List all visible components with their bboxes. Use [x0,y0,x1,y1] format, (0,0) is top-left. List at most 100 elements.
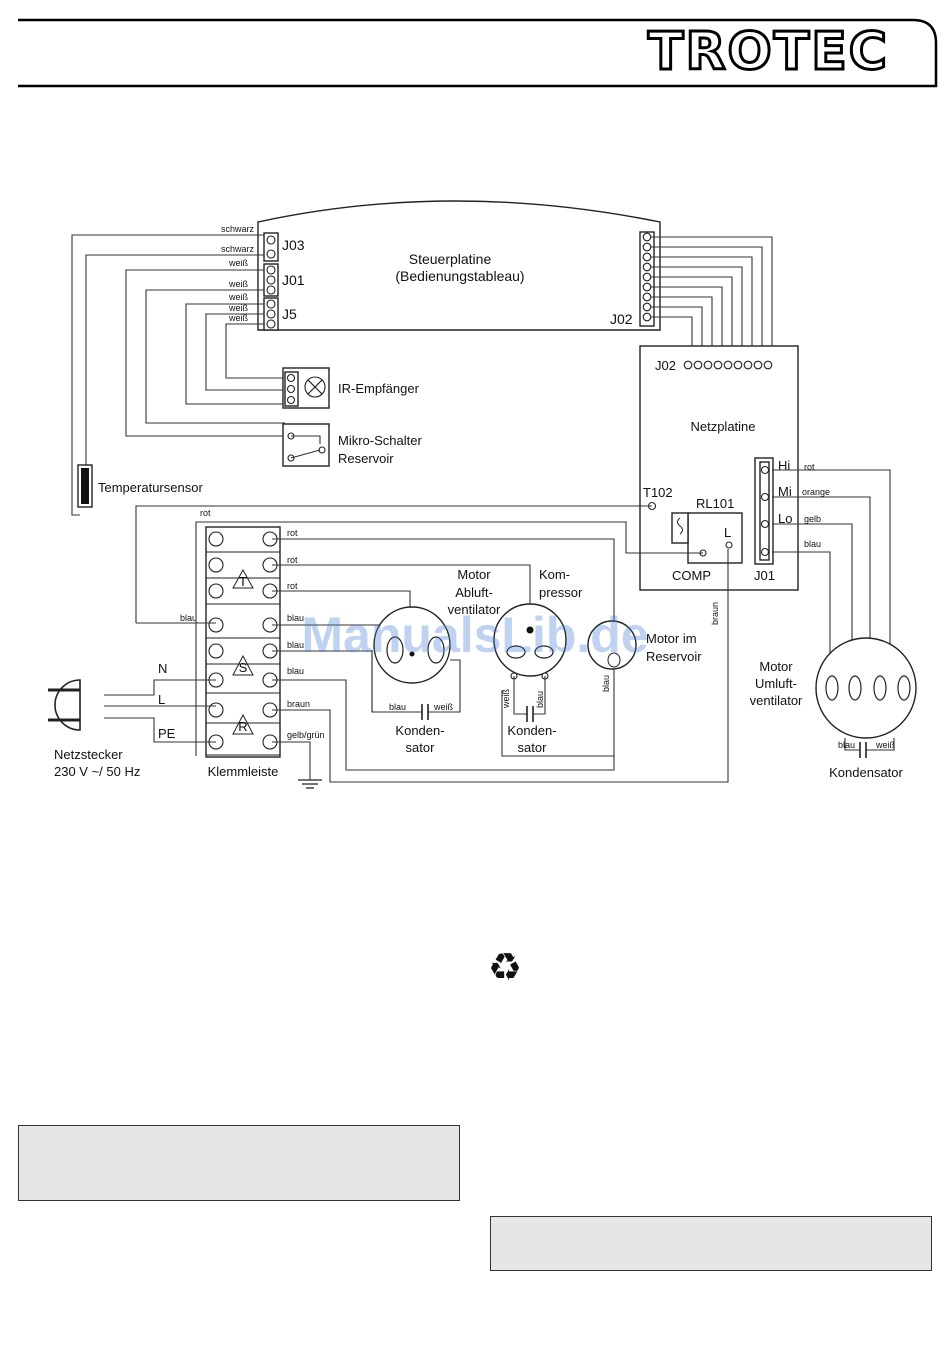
terminal-pin [208,643,224,659]
svg-text:blau: blau [287,640,304,650]
reservoir-motor [587,620,637,670]
svg-text:rot: rot [200,508,211,518]
svg-text:L: L [158,692,165,707]
power-board-title: Netzplatine [690,419,755,434]
control-j02-label: J02 [610,311,633,327]
power-j02-label: J02 [655,358,676,373]
svg-text:S: S [239,660,248,675]
svg-text:Abluft-: Abluft- [455,585,493,600]
svg-text:Motor: Motor [759,659,793,674]
svg-text:Konden-: Konden- [507,723,556,738]
svg-text:weiß: weiß [228,313,249,323]
svg-text:ventilator: ventilator [750,693,803,708]
j03-label: J03 [282,237,305,253]
power-j02-pin [743,360,753,370]
power-j02-pin [693,360,703,370]
svg-text:rot: rot [804,462,815,472]
plug-label-2: 230 V ~/ 50 Hz [54,764,140,779]
svg-text:blau: blau [838,740,855,750]
svg-text:braun: braun [287,699,310,709]
svg-text:blau: blau [287,613,304,623]
svg-text:R: R [238,719,247,734]
svg-text:Kom-: Kom- [539,567,570,582]
svg-text:schwarz: schwarz [221,224,255,234]
svg-text:pressor: pressor [539,585,583,600]
terminal-pin [208,531,224,547]
mains-plug [54,679,81,731]
svg-text:blau: blau [180,613,197,623]
svg-text:weiß: weiß [228,279,249,289]
j01-label: J01 [282,272,305,288]
svg-text:sator: sator [518,740,548,755]
svg-text:T: T [239,574,247,589]
circulation-fan-motor [815,637,917,739]
svg-text:Reservoir: Reservoir [646,649,702,664]
svg-text:rot: rot [287,581,298,591]
svg-text:rot: rot [287,528,298,538]
terminal-block-label: Klemmleiste [208,764,279,779]
svg-text:gelb/grün: gelb/grün [287,730,325,740]
control-j02-pin [642,292,652,302]
svg-text:N: N [158,661,167,676]
control-j02-pin [642,272,652,282]
svg-text:blau: blau [535,691,545,708]
svg-text:L: L [724,525,731,540]
power-j02-pin [753,360,763,370]
recycle-icon: ♻ [488,945,523,989]
svg-text:schwarz: schwarz [221,244,255,254]
svg-text:weiß: weiß [228,303,249,313]
svg-text:Hi: Hi [778,458,790,473]
svg-text:sator: sator [406,740,436,755]
svg-text:weiß: weiß [433,702,454,712]
rl101-label: RL101 [696,496,734,511]
svg-text:Motor im: Motor im [646,631,697,646]
power-j02-pin [763,360,773,370]
note-box-right [490,1216,932,1271]
svg-text:blau: blau [287,666,304,676]
power-j02-pin [733,360,743,370]
svg-text:braun: braun [710,602,720,625]
svg-text:ventilator: ventilator [448,602,501,617]
micro-switch-line1: Mikro-Schalter [338,433,422,448]
svg-text:PE: PE [158,726,176,741]
terminal-pin [208,702,224,718]
svg-text:weiß: weiß [228,292,249,302]
header-rule [18,18,938,88]
capacitor-3-label: Kondensator [829,765,903,780]
exhaust-fan-motor [373,606,451,684]
control-j02-pin [642,232,652,242]
svg-text:Mi: Mi [778,484,792,499]
svg-text:blau: blau [389,702,406,712]
ir-receiver-label: IR-Empfänger [338,381,420,396]
temperature-sensor-label: Temperatursensor [98,480,203,495]
svg-text:Lo: Lo [778,511,792,526]
terminal-pin [208,583,224,599]
power-j02-pin [723,360,733,370]
control-j02-pin [642,242,652,252]
svg-text:rot: rot [287,555,298,565]
watermark: ManualsLib.de [301,607,648,663]
svg-text:orange: orange [802,487,830,497]
power-j01-label: J01 [754,568,775,583]
control-board-title: Steuerplatine [409,251,492,267]
plug-label-1: Netzstecker [54,747,123,762]
svg-text:weiß: weiß [501,688,511,709]
trotec-logo: TROTEC [647,21,889,84]
power-j02-pin [713,360,723,370]
svg-text:blau: blau [601,675,611,692]
svg-text:gelb: gelb [804,514,821,524]
power-j02-pin [683,360,693,370]
svg-text:weiß: weiß [228,258,249,268]
comp-label: COMP [672,568,711,583]
terminal-pin [208,557,224,573]
relay-rl101 [687,512,743,564]
control-board [257,200,661,331]
control-j02-pin [642,312,652,322]
control-j02-pin [642,302,652,312]
control-j02-pin [642,262,652,272]
t102-label: T102 [643,485,673,500]
power-j02-pin [703,360,713,370]
svg-text:blau: blau [804,539,821,549]
svg-text:Konden-: Konden- [395,723,444,738]
